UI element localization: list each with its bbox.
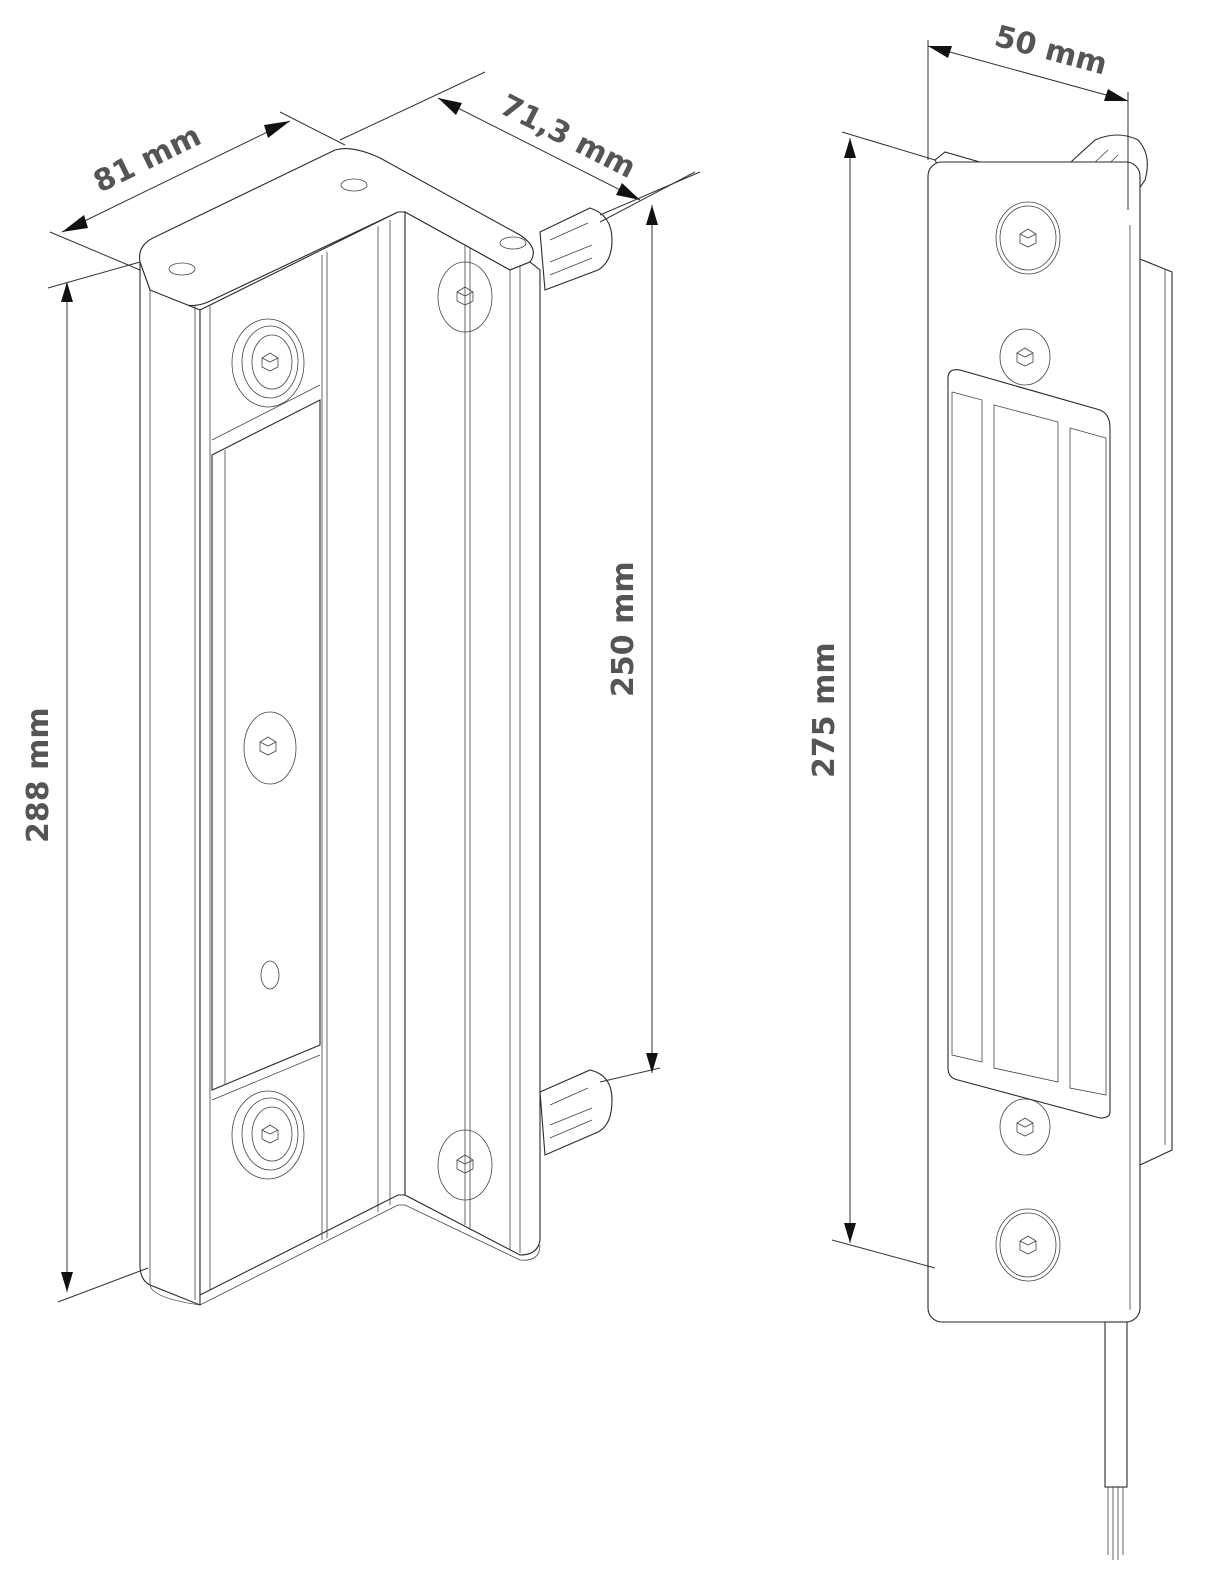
wing-bolt-bottom [437,1129,493,1201]
flange-hole-1 [168,262,196,276]
dimension-250mm: 250 mm [599,171,696,1083]
bracket-bolt-bottom [231,1090,305,1180]
strike-bolt-lower [999,1098,1051,1156]
dimension-275mm: 275 mm [807,131,936,1269]
dimension-label-height: 288 mm [21,707,56,843]
dimension-label-plate-width: 50 mm [991,19,1111,82]
wing-bolt-top [437,261,493,333]
bracket-small-hole [260,960,280,990]
strike-bolt-upper [999,328,1051,386]
flange-hole-2 [340,178,368,192]
bracket-left-side [139,261,201,1306]
anchor-top [539,207,613,291]
right-strike-plate-view [927,134,1173,1560]
strike-cable [1104,1321,1128,1560]
strike-bolt-bottom [995,1208,1061,1282]
dimension-label-depth: 71,3 mm [494,88,641,186]
strike-bolt-top [995,201,1061,275]
dimension-label-bolt-spacing: 250 mm [606,561,641,697]
dimension-label-width: 81 mm [88,118,206,200]
dimension-288mm: 288 mm [21,261,149,1303]
flange-hole-3 [499,236,527,250]
left-bracket-view [139,148,613,1306]
anchor-bottom [539,1069,613,1156]
strike-magnet-face [947,369,1111,1119]
bracket-side-wing [404,211,541,1256]
dimension-label-plate-height: 275 mm [807,642,842,778]
bracket-top-flange [139,148,534,307]
bracket-bolt-top [231,318,305,408]
bracket-bolt-middle [243,711,297,785]
